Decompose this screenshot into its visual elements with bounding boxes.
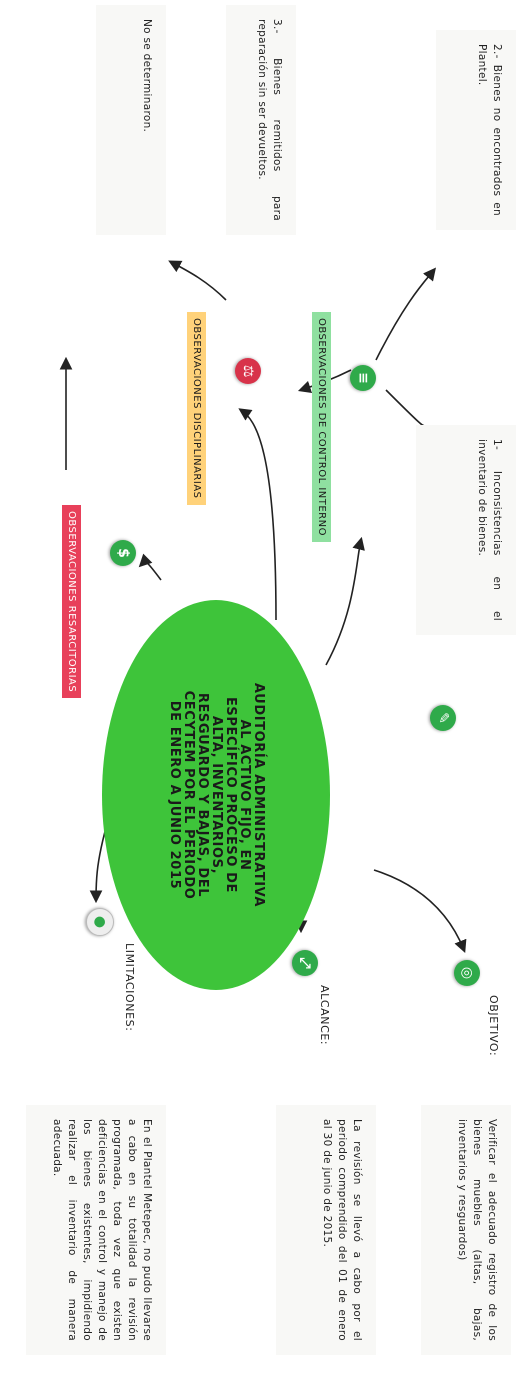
control-interno-item-2: 2.- Bienes no encontrados en Plantel.	[436, 30, 516, 230]
arrow-to-control-interno	[325, 536, 365, 666]
control-interno-item-3: 3.- Bienes remitidos para reparación sin…	[226, 5, 296, 235]
money-icon: $	[110, 540, 136, 566]
arrow-ci-to-item2	[375, 267, 436, 361]
edit-icon: ✎	[430, 705, 456, 731]
control-interno-tag: OBSERVACIONES DE CONTROL INTERNO	[312, 312, 331, 542]
objetivo-box: Verificar el adecuado registro de los bi…	[421, 1105, 511, 1355]
objetivo-label: OBJETIVO:	[487, 995, 500, 1057]
alcance-icon: ⤢	[292, 950, 318, 976]
limitaciones-text: En el Plantel Metepec, no pudo llevarse …	[51, 1119, 153, 1341]
target-icon: ◎	[454, 960, 480, 986]
control-interno-item-1: 1- Inconsistencias en el inventario de b…	[416, 425, 516, 635]
resarcitorias-tag: OBSERVACIONES RESARCITORIAS	[62, 505, 81, 699]
disciplinarias-tag: OBSERVACIONES DISCIPLINARIAS	[187, 312, 206, 505]
disciplinarias-text: No se determinaron.	[141, 19, 153, 133]
arrow-disc-to-box	[168, 260, 227, 301]
control-interno-item-3-text: 3.- Bienes remitidos para reparación sin…	[256, 19, 283, 221]
central-topic[interactable]: AUDITORÍA ADMINISTRATIVA AL ACTIVO FIJO,…	[102, 600, 330, 990]
objetivo-text: Verificar el adecuado registro de los bi…	[456, 1119, 498, 1341]
arrow-ci-to-item1	[385, 389, 435, 437]
limitaciones-label: LIMITACIONES:	[123, 943, 136, 1032]
central-topic-title: AUDITORÍA ADMINISTRATIVA AL ACTIVO FIJO,…	[167, 682, 266, 908]
alcance-label: ALCANCE:	[318, 985, 331, 1046]
clipboard-icon: ≡	[350, 365, 376, 391]
gavel-icon: ⚖	[235, 358, 261, 384]
alcance-text: La revisión se llevó a cabo por el perio…	[321, 1119, 363, 1341]
arrow-to-resarcitorias	[138, 553, 162, 581]
arrow-to-disciplinarias	[238, 408, 277, 621]
arrow-to-objetivo	[373, 869, 467, 953]
control-interno-item-1-text: 1- Inconsistencias en el inventario de b…	[476, 439, 503, 621]
disciplinarias-box: No se determinaron.	[96, 5, 166, 235]
control-interno-item-2-text: 2.- Bienes no encontrados en Plantel.	[476, 44, 503, 216]
alcance-box: La revisión se llevó a cabo por el perio…	[276, 1105, 376, 1355]
limitaciones-box: En el Plantel Metepec, no pudo llevarse …	[26, 1105, 166, 1355]
limitaciones-icon: ●	[86, 908, 114, 936]
